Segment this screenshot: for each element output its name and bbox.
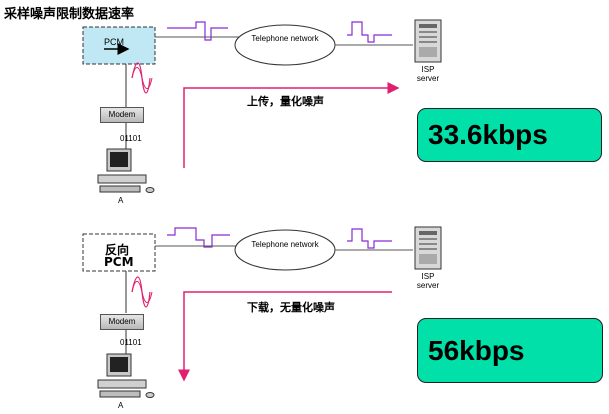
bits-label-bottom: 01101 bbox=[120, 338, 142, 347]
server-bottom bbox=[414, 226, 442, 270]
pcm-label-top: PCM bbox=[104, 37, 124, 47]
speed-box-bottom: 56kbps bbox=[417, 318, 603, 383]
computer-top bbox=[97, 148, 155, 193]
computer-bottom bbox=[97, 353, 155, 398]
download-arrow bbox=[178, 291, 392, 382]
pcm-label-bottom-line2: PCM bbox=[104, 255, 134, 269]
pcm-box-bottom bbox=[82, 233, 156, 272]
server-label-top: ISP server bbox=[416, 65, 440, 83]
server-top bbox=[414, 19, 442, 63]
wave-bottom-2 bbox=[131, 281, 153, 303]
page-title: 采样噪声限制数据速率 bbox=[4, 7, 135, 22]
download-label: 下载，无量化噪声 bbox=[247, 301, 335, 314]
network-ellipse-bottom bbox=[234, 229, 336, 271]
modem-top: Modem bbox=[100, 107, 144, 123]
pcm-label-bottom-line1: 反向 bbox=[105, 243, 130, 257]
digital-signal-left-bottom bbox=[167, 227, 230, 248]
network-label-bottom: Telephone network bbox=[251, 240, 319, 249]
speed-box-top: 33.6kbps bbox=[417, 108, 602, 162]
upload-label: 上传，量化噪声 bbox=[247, 95, 324, 108]
computer-label-bottom: A bbox=[118, 401, 124, 410]
upload-arrow bbox=[183, 82, 400, 168]
digital-signal-right-bottom bbox=[347, 228, 392, 249]
modem-bottom: Modem bbox=[100, 314, 144, 330]
network-ellipse-top bbox=[234, 24, 336, 66]
server-label-bottom: ISP server bbox=[416, 272, 440, 290]
bits-label-top: 01101 bbox=[120, 134, 142, 143]
digital-signal-left-top bbox=[167, 21, 228, 41]
wave-top-2 bbox=[131, 67, 153, 89]
network-label-top: Telephone network bbox=[251, 34, 319, 43]
computer-label-top: A bbox=[118, 196, 124, 205]
digital-signal-right-top bbox=[347, 21, 392, 43]
